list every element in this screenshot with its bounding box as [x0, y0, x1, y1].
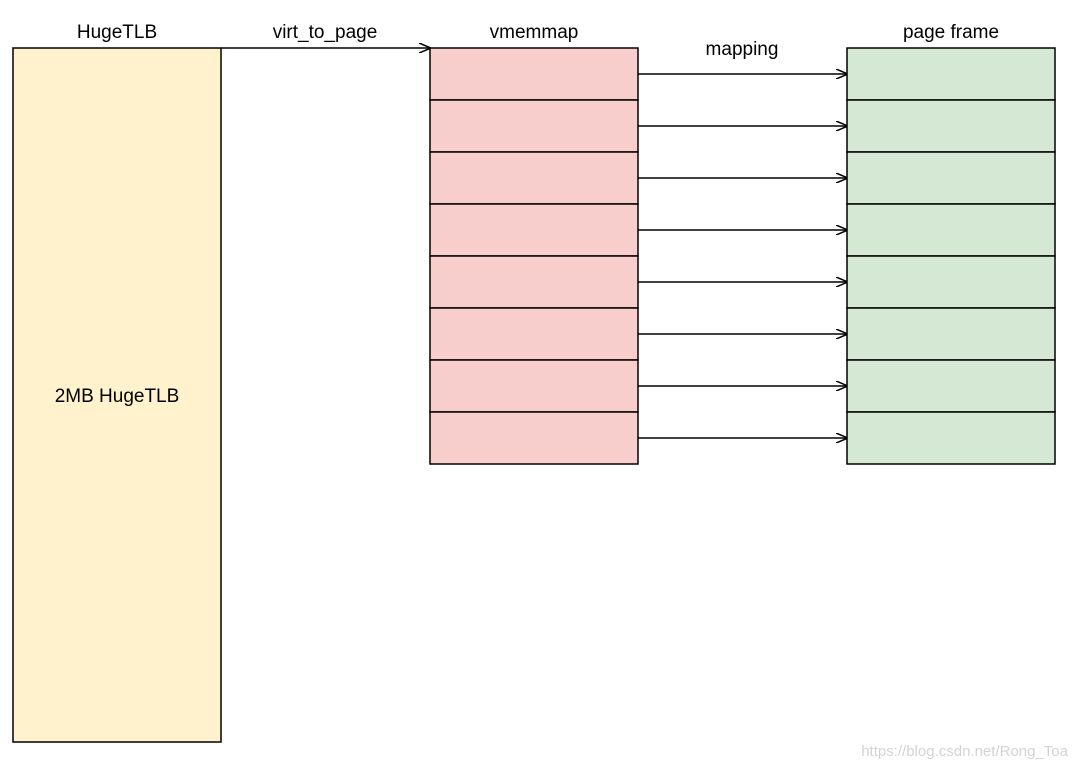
vmemmap-entry-1 [429, 47, 639, 101]
vmemmap-entry-6 [429, 307, 639, 361]
vmemmap-title: vmemmap [490, 22, 579, 43]
hugetlb-block-label: 2MB HugeTLB [55, 386, 180, 407]
hugetlb-title: HugeTLB [77, 22, 157, 43]
page-frame-entry-8 [846, 411, 1056, 465]
mapping-label: mapping [706, 39, 779, 60]
watermark: https://blog.csdn.net/Rong_Toa [861, 743, 1068, 760]
page-frame-entry-7 [846, 359, 1056, 413]
page-frame-entry-4 [846, 203, 1056, 257]
page-frame-entry-5 [846, 255, 1056, 309]
vmemmap-entry-5 [429, 255, 639, 309]
vmemmap-entry-2 [429, 99, 639, 153]
virt-to-page-label: virt_to_page [273, 22, 378, 43]
vmemmap-entry-3 [429, 151, 639, 205]
vmemmap-entry-8 [429, 411, 639, 465]
page-frame-entry-6 [846, 307, 1056, 361]
hugetlb-block [12, 47, 222, 743]
vmemmap-entry-4 [429, 203, 639, 257]
page-frame-entry-1 [846, 47, 1056, 101]
page-frame-entry-3 [846, 151, 1056, 205]
vmemmap-entry-7 [429, 359, 639, 413]
page-frame-title: page frame [903, 22, 999, 43]
mapping-arrows [638, 74, 847, 438]
page-frame-table [846, 47, 1056, 465]
page-frame-entry-2 [846, 99, 1056, 153]
vmemmap-table [429, 47, 639, 465]
